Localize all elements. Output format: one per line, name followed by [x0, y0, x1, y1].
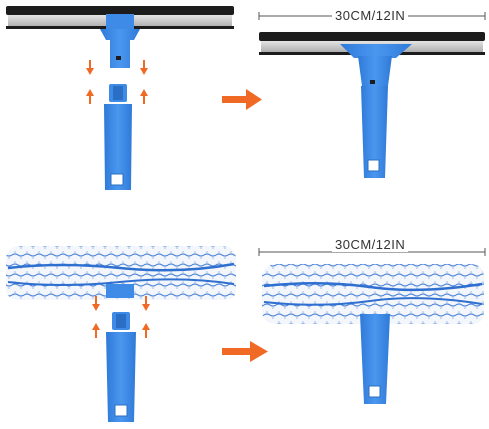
- dimension-line-scrubber: [258, 248, 486, 256]
- squeegee-assembled: [259, 32, 485, 178]
- arrow-up-icon: [86, 89, 148, 104]
- squeegee-head-detached: [6, 6, 234, 68]
- arrow-right-icon: [222, 89, 262, 110]
- arrow-right-icon: [222, 341, 268, 362]
- arrow-up-down-icon: [92, 296, 150, 338]
- squeegee-dimension-label: 30CM/12IN: [332, 9, 409, 23]
- handle-detached: [104, 84, 132, 190]
- scrubber-dimension-label: 30CM/12IN: [332, 238, 409, 252]
- arrow-down-icon: [86, 60, 148, 75]
- handle-detached-bottom: [106, 312, 136, 422]
- scrubber-head-detached: [6, 246, 236, 300]
- scrubber-assembled: [262, 264, 484, 404]
